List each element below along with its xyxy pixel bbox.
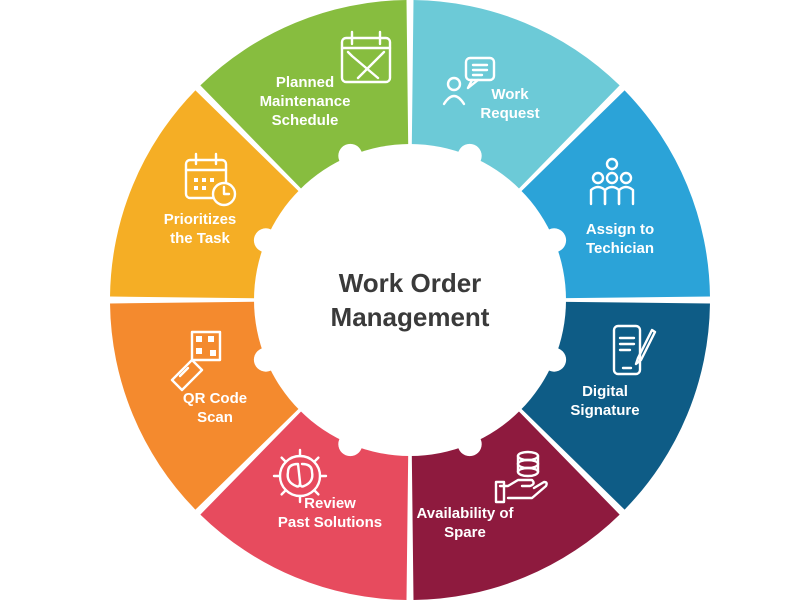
- segment-label-line: Planned: [276, 74, 334, 91]
- segment-label-line: Past Solutions: [278, 514, 382, 531]
- segment-label-line: Work: [491, 86, 529, 103]
- segment-label: Assign to Techician: [586, 221, 654, 257]
- brain-gear-icon: [272, 448, 328, 504]
- center-hub: Work Order Management: [253, 143, 567, 457]
- center-title-line-2: Management: [331, 302, 490, 332]
- segment-label-line: Availability of: [417, 505, 515, 522]
- segment-label: Prioritizes the Task: [164, 211, 237, 247]
- tools-calendar-icon: [340, 30, 392, 84]
- segment-label-line: Prioritizes: [164, 211, 237, 228]
- hand-coins-icon: [494, 450, 548, 504]
- segment-label-line: Review: [304, 495, 356, 512]
- segment-label-line: Request: [480, 105, 539, 122]
- segment-label-line: Spare: [444, 524, 486, 541]
- center-title-line-1: Work Order: [339, 268, 482, 298]
- chat-user-icon: [442, 56, 496, 106]
- segment-label: Availability of Spare: [417, 505, 515, 541]
- segment-label-line: Techician: [586, 240, 654, 257]
- phone-pen-icon: [612, 324, 657, 376]
- qr-scan-icon: [170, 330, 222, 392]
- segment-label-line: Assign to: [586, 221, 654, 238]
- segment-label-line: Scan: [197, 409, 233, 426]
- segment-label-line: QR Code: [183, 390, 247, 407]
- segment-label-line: Digital: [582, 383, 628, 400]
- team-icon: [589, 157, 635, 206]
- calendar-clock-icon: [184, 152, 237, 207]
- segment-label-line: Schedule: [272, 112, 339, 129]
- segment-label-line: Maintenance: [260, 93, 351, 110]
- segment-label-line: Signature: [570, 402, 639, 419]
- segment-label-line: the Task: [170, 230, 230, 247]
